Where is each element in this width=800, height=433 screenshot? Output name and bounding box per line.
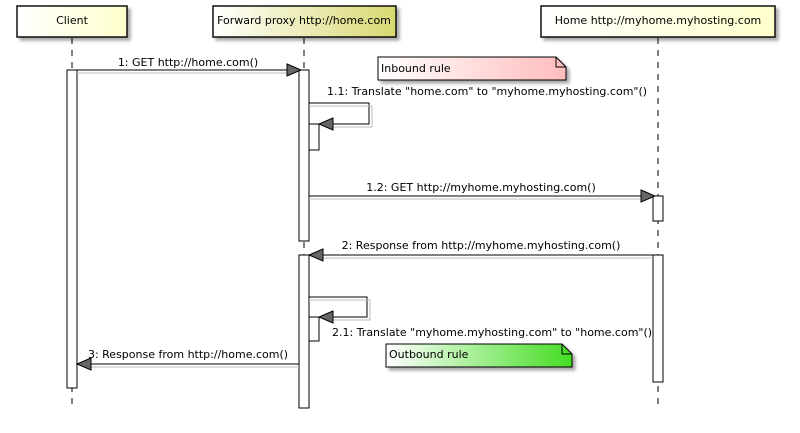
message-1-1-line: [309, 102, 370, 125]
proxy-activation-2: [298, 254, 310, 409]
message-2-1-label: 2.1: Translate "myhome.myhosting.com" to…: [332, 326, 652, 339]
outbound-rule-note: Outbound rule: [385, 343, 573, 368]
message-2-1-arrowhead: [317, 310, 334, 324]
message-3-arrowhead: [75, 357, 92, 371]
activations: [66, 69, 664, 409]
message-2-1-shadow: [309, 299, 371, 321]
outbound-note-fold: [561, 344, 572, 355]
message-1-arrowhead: [286, 63, 303, 77]
home-box: [540, 5, 776, 38]
participant-proxy: Forward proxy http://home.com: [212, 5, 397, 38]
inbound-note-shape: [377, 56, 567, 81]
message-1-2: 1.2: GET http://myhome.myhosting.com(): [309, 181, 657, 203]
home-label: Home http://myhome.myhosting.com: [555, 14, 762, 27]
message-1: 1: GET http://home.com(): [77, 56, 303, 77]
proxy-box: [212, 5, 397, 38]
client-activation: [66, 69, 78, 389]
message-2-label: 2: Response from http://myhome.myhosting…: [342, 239, 621, 252]
participant-client: Client: [16, 5, 128, 38]
message-1-1-label: 1.1: Translate "home.com" to "myhome.myh…: [327, 85, 647, 98]
proxy-activation-1-nested: [308, 123, 320, 151]
message-3: 3: Response from http://home.com(): [75, 348, 299, 371]
inbound-note-fold: [555, 57, 566, 68]
proxy-activation-2-nested: [308, 316, 320, 342]
client-box: [16, 5, 128, 38]
proxy-activation-1: [298, 69, 310, 242]
inbound-rule-note: Inbound rule: [377, 56, 567, 81]
client-label: Client: [56, 14, 89, 27]
message-2-arrowhead: [307, 248, 324, 262]
message-2-1: 2.1: Translate "myhome.myhosting.com" to…: [309, 296, 652, 339]
message-1-1-arrowhead: [317, 117, 334, 131]
message-1-2-label: 1.2: GET http://myhome.myhosting.com(): [366, 181, 596, 194]
proxy-label: Forward proxy http://home.com: [217, 14, 391, 27]
message-2-1-line: [309, 296, 368, 318]
message-1-1-shadow: [309, 105, 373, 128]
message-1-1: 1.1: Translate "home.com" to "myhome.myh…: [309, 85, 647, 131]
message-1-label: 1: GET http://home.com(): [118, 56, 258, 69]
message-1-2-arrowhead: [640, 189, 657, 203]
home-activation-1: [652, 195, 664, 222]
message-3-label: 3: Response from http://home.com(): [88, 348, 288, 361]
outbound-note-label: Outbound rule: [389, 348, 469, 361]
participant-home: Home http://myhome.myhosting.com: [540, 5, 776, 38]
home-activation-2: [652, 254, 664, 383]
message-2: 2: Response from http://myhome.myhosting…: [307, 239, 653, 262]
outbound-note-shape: [385, 343, 573, 368]
inbound-note-label: Inbound rule: [381, 62, 451, 75]
